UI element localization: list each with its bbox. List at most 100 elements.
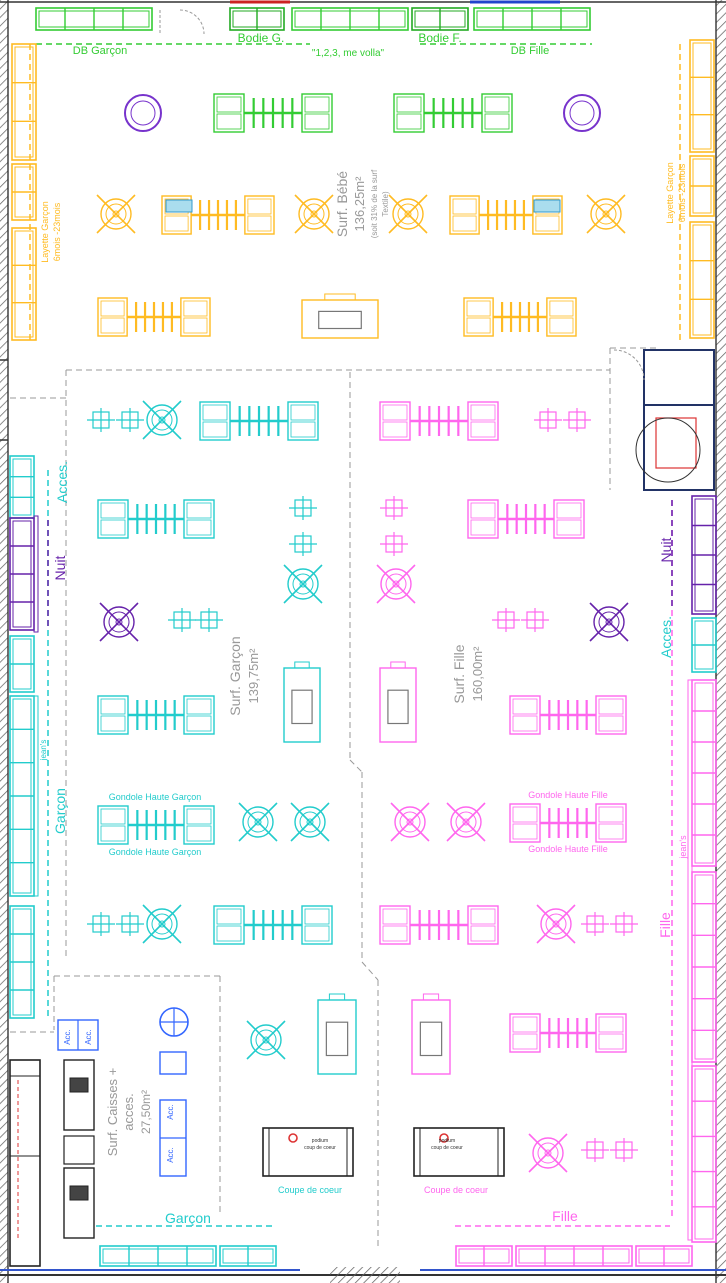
wall-shelving-garcon-left xyxy=(9,695,35,897)
rect xyxy=(689,221,715,339)
gondola-shelf xyxy=(100,698,126,715)
gondola-garcon-top xyxy=(199,401,319,441)
gondola-shelf xyxy=(382,421,408,438)
rect xyxy=(692,42,712,150)
circle xyxy=(399,811,421,833)
gondola-shelf xyxy=(186,502,212,519)
gondola-shelf xyxy=(290,404,316,421)
line xyxy=(349,759,363,773)
wall-shelving-layette-left xyxy=(11,43,37,161)
gondola-shelf xyxy=(598,1016,624,1033)
gondola-shelf xyxy=(202,404,228,421)
label-surf-caisses-area: 27,50m² xyxy=(139,1090,153,1134)
round-rack-garcon xyxy=(283,564,323,604)
gondola-bodie-g xyxy=(213,93,333,133)
label-layette-sub-left: 6mois -23mois xyxy=(52,202,62,261)
left-wall xyxy=(0,0,8,1283)
round-rack-fille xyxy=(376,564,416,604)
circle xyxy=(250,1024,282,1056)
label-acc-3: Acc. xyxy=(166,1104,175,1120)
circle xyxy=(380,568,412,600)
circle xyxy=(298,198,330,230)
heart-icon xyxy=(439,1133,449,1143)
round-rack-fille xyxy=(536,904,576,944)
small-display-garcon xyxy=(116,408,144,432)
table-tag xyxy=(422,993,440,1001)
gondola-shelf xyxy=(484,113,510,130)
rack-arm xyxy=(446,802,486,842)
right-wall xyxy=(716,0,726,1283)
round-rack-nuit xyxy=(589,602,629,642)
door-swing xyxy=(613,349,645,381)
round-display-purple xyxy=(124,94,162,132)
circle xyxy=(294,806,326,838)
rect xyxy=(691,1065,717,1243)
gondola-end xyxy=(97,695,129,735)
gondola-shelf xyxy=(202,421,228,438)
circle xyxy=(299,580,307,588)
wall-shelving-bodie-g xyxy=(229,7,285,31)
rect xyxy=(379,667,417,743)
label-surf-bebe-note: (soit 31% de la surf xyxy=(370,169,379,238)
rect xyxy=(694,1068,714,1240)
rack-arm xyxy=(390,802,430,842)
fixtures xyxy=(9,7,717,1267)
label-surf-bebe: Surf. Bébé xyxy=(334,171,350,237)
small-display-garcon xyxy=(87,912,115,936)
circle xyxy=(299,811,321,833)
wall-frame xyxy=(33,515,39,633)
small-display-fille xyxy=(521,608,549,632)
round-rack-garcon xyxy=(290,802,330,842)
gondola-shelf xyxy=(396,96,422,113)
rack-arm xyxy=(294,194,334,234)
zone-boundaries xyxy=(10,43,681,1250)
label-surf-garcon: Surf. Garçon xyxy=(227,636,243,715)
gondola-shelf xyxy=(382,908,408,925)
label-garcon-bottom: Garçon xyxy=(165,1210,211,1226)
gondola-shelf xyxy=(382,404,408,421)
rect xyxy=(9,455,35,519)
small-display-fille xyxy=(563,408,591,432)
gondola-fille xyxy=(467,499,585,539)
label-fille-right: Fille xyxy=(657,912,673,938)
gondola-shelf xyxy=(100,519,126,536)
gondola-bebe-right xyxy=(449,195,563,235)
round-rack-garcon xyxy=(246,1020,286,1060)
round-rack-garcon xyxy=(238,802,278,842)
gondola-shelf xyxy=(186,808,212,825)
table-top xyxy=(291,689,313,725)
gondola-shelf xyxy=(382,925,408,942)
circle xyxy=(598,611,620,633)
gondola-garcon-lower xyxy=(213,905,333,945)
gondola-bebe-bottom-right xyxy=(463,297,577,337)
circle xyxy=(392,580,400,588)
gondola-shelf xyxy=(216,925,242,942)
gondola-shelf xyxy=(164,215,189,232)
rack-arm xyxy=(283,564,323,604)
label-acces-right: Acces. xyxy=(658,616,674,658)
table-garcon xyxy=(317,993,357,1075)
wall-shelving-fille-right xyxy=(691,871,717,1063)
rack-arm xyxy=(528,1133,568,1173)
round-rack-fille xyxy=(528,1133,568,1173)
rect xyxy=(301,299,379,339)
rect xyxy=(63,1135,95,1165)
wall-shelving-db-garcon xyxy=(35,7,153,31)
rect xyxy=(11,227,37,341)
wall-shelving-volla xyxy=(291,7,409,31)
gondola-shelf xyxy=(598,715,624,732)
rect xyxy=(14,46,34,158)
gondola-end xyxy=(509,803,541,843)
wall-shelving-layette-right xyxy=(689,221,715,339)
round-display-purple xyxy=(563,94,601,132)
small-display-garcon xyxy=(195,608,223,632)
gondola-shelf xyxy=(100,502,126,519)
gondola-shelf xyxy=(247,198,272,215)
rect xyxy=(63,1167,95,1239)
gondola-shelf xyxy=(470,908,496,925)
round-rack-nuit xyxy=(99,602,139,642)
wall-shelving-acces-left xyxy=(9,455,35,519)
small-display-fille xyxy=(610,1138,638,1162)
gondola-fille xyxy=(509,695,627,735)
